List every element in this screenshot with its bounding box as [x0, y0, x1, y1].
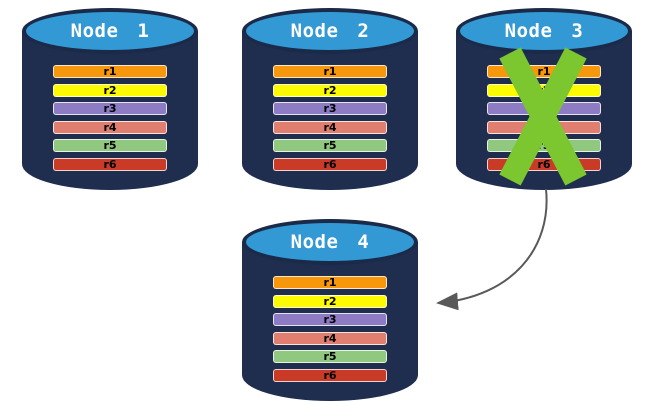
node-4-replica-r1: r1 [273, 276, 387, 289]
node-2-replica-r3: r3 [273, 102, 387, 115]
failure-x-icon [499, 47, 587, 186]
node-1-replica-r4: r4 [53, 120, 167, 134]
node-1-replica-r6: r6 [53, 157, 167, 171]
node-3-top-ellipse: Node 3 [456, 8, 632, 54]
node-4-replica-r3: r3 [273, 313, 387, 326]
node-4-top-ellipse: Node 4 [242, 219, 418, 265]
node-4-replica-r6: r6 [273, 368, 387, 382]
node-1-top-ellipse: Node 1 [22, 8, 198, 54]
node-2-top-ellipse: Node 2 [242, 8, 418, 54]
node-1-replica-r2: r2 [53, 83, 167, 97]
node-1-replica-r1: r1 [53, 65, 167, 78]
node-1-replica-r5: r5 [53, 139, 167, 152]
node-4-cylinder: Node 4 r1 r2 r3 r4 r5 r6 [242, 219, 418, 401]
node-2-replica-list: r1 r2 r3 r4 r5 r6 [273, 65, 387, 171]
node-4-replica-list: r1 r2 r3 r4 r5 r6 [273, 276, 387, 382]
node-2-replica-r1: r1 [273, 65, 387, 78]
node-2-label: Node 2 [290, 20, 370, 42]
node-1-label: Node 1 [70, 20, 150, 42]
node-2-replica-r4: r4 [273, 120, 387, 134]
node-3-cylinder: Node 3 r1 r2 r3 r4 r5 r6 [456, 8, 632, 190]
node-1-replica-list: r1 r2 r3 r4 r5 r6 [53, 65, 167, 171]
node-1-replica-r3: r3 [53, 102, 167, 115]
node-2-replica-r5: r5 [273, 139, 387, 152]
node-2-replica-r6: r6 [273, 157, 387, 171]
node-4-label: Node 4 [290, 231, 370, 253]
node-2-replica-r2: r2 [273, 83, 387, 97]
node-4-replica-r4: r4 [273, 331, 387, 345]
node-4-replica-r5: r5 [273, 350, 387, 363]
arrow-curve [436, 188, 548, 311]
node-2-cylinder: Node 2 r1 r2 r3 r4 r5 r6 [242, 8, 418, 190]
node-4-replica-r2: r2 [273, 294, 387, 308]
node-1-cylinder: Node 1 r1 r2 r3 r4 r5 r6 [22, 8, 198, 190]
node-3-label: Node 3 [504, 20, 584, 42]
